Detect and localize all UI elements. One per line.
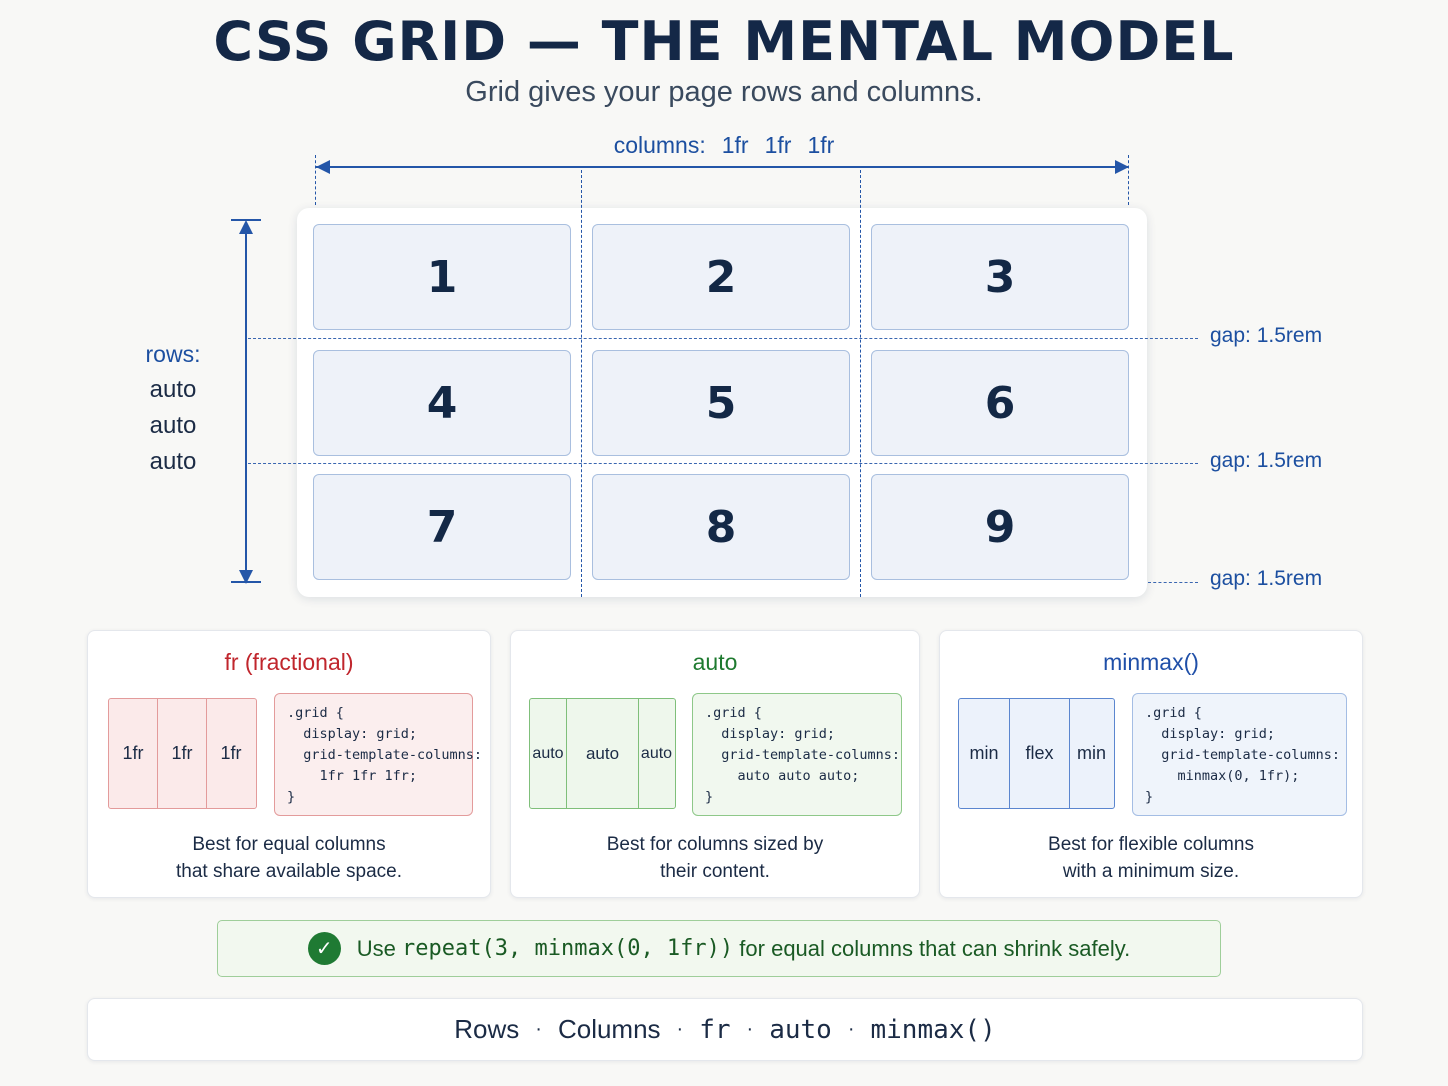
fr-code-block: .grid { display: grid; grid-template-col…: [274, 693, 483, 816]
demo-cell: 1fr: [109, 699, 158, 808]
code-line: display: grid;: [287, 726, 418, 742]
gap-label: gap: 1.5rem: [1210, 449, 1323, 472]
code-line: display: grid;: [705, 726, 836, 742]
tip-suffix: for equal columns that can shrink safely…: [739, 935, 1131, 961]
demo-cell: 1fr: [220, 743, 242, 763]
desc-line: that share available space.: [175, 861, 403, 882]
gap-label: gap: 1.5rem: [1210, 324, 1323, 347]
tip-prefix: Use: [356, 935, 396, 961]
footer-separator: ·: [746, 1018, 754, 1040]
grid-cell: 5: [592, 350, 850, 456]
row-track-2: auto: [149, 412, 197, 439]
footer-separator: ·: [676, 1018, 684, 1040]
rows-arrowhead-up: [239, 220, 253, 234]
code-line: 1fr 1fr 1fr;: [287, 768, 418, 784]
card-fr: fr (fractional) 1fr 1fr 1fr .grid { disp…: [87, 630, 491, 898]
demo-cell: flex: [1010, 699, 1070, 808]
auto-demo-grid: auto auto auto: [529, 698, 676, 809]
card-title: auto: [692, 649, 738, 675]
fr-demo-grid: 1fr 1fr 1fr: [108, 698, 257, 809]
card-description: Best for flexible columns with a minimum…: [940, 831, 1362, 885]
footer-item-columns: Columns: [557, 1014, 661, 1044]
code-line: .grid {: [1145, 705, 1202, 721]
desc-line: Best for equal columns: [192, 834, 386, 855]
code-line: }: [1145, 789, 1154, 805]
demo-cell: auto: [640, 744, 673, 762]
desc-line: Best for flexible columns: [1048, 834, 1254, 855]
grid-cell: 6: [871, 350, 1129, 456]
column-gap-guide: [581, 170, 582, 597]
page-subtitle: Grid gives your page rows and columns.: [465, 76, 983, 108]
desc-line: their content.: [660, 861, 770, 882]
card-auto: auto auto auto auto .grid { display: gri…: [510, 630, 920, 898]
row-gap-guide: [248, 338, 1198, 339]
grid-cell: 7: [313, 474, 571, 580]
columns-arrow: [316, 166, 1128, 168]
code-line: .grid {: [287, 705, 344, 721]
grid-cell: 8: [592, 474, 850, 580]
demo-cell: auto: [530, 699, 567, 808]
minmax-demo-grid: min flex min: [958, 698, 1115, 809]
grid-cell: 3: [871, 224, 1129, 330]
rows-label: rows:: [145, 341, 201, 367]
demo-cell: min: [959, 699, 1010, 808]
tip-banner: ✓ Use repeat(3, minmax(0, 1fr)) for equa…: [217, 920, 1221, 977]
code-line: auto auto auto;: [705, 768, 860, 784]
code-line: minmax(0, 1fr);: [1145, 768, 1300, 784]
desc-line: with a minimum size.: [1062, 861, 1240, 882]
row-track-1: auto: [149, 376, 197, 403]
grid-cell: 1: [313, 224, 571, 330]
code-line: display: grid;: [1145, 726, 1276, 742]
code-line: grid-template-columns:: [287, 747, 483, 763]
columns-prefix: columns:: [613, 132, 706, 158]
page-title: CSS GRID — THE MENTAL MODEL: [213, 10, 1235, 73]
demo-cell: 1fr: [158, 699, 207, 808]
column-track-1: 1fr: [721, 132, 749, 158]
column-boundary-left: [315, 155, 316, 205]
grid-cell: 2: [592, 224, 850, 330]
auto-code-block: .grid { display: grid; grid-template-col…: [692, 693, 902, 816]
footer-item-rows: Rows: [454, 1014, 520, 1044]
columns-arrowhead-right: [1115, 160, 1129, 174]
desc-line: Best for columns sized by: [606, 834, 824, 855]
demo-cell: min: [1076, 743, 1106, 763]
card-description: Best for equal columns that share availa…: [88, 831, 490, 885]
card-title: fr (fractional): [224, 649, 354, 675]
footer-separator: ·: [847, 1018, 855, 1040]
footer-item-auto: auto: [769, 1014, 832, 1045]
check-circle-icon: ✓: [307, 932, 341, 965]
tip-code: repeat(3, minmax(0, 1fr)): [402, 936, 734, 961]
column-track-3: 1fr: [807, 132, 835, 158]
code-line: }: [287, 789, 296, 805]
footer-separator: ·: [535, 1018, 542, 1040]
column-track-2: 1fr: [764, 132, 792, 158]
gap-label: gap: 1.5rem: [1210, 567, 1323, 590]
row-gap-guide: [248, 463, 1198, 464]
code-line: grid-template-columns:: [705, 747, 901, 763]
code-line: grid-template-columns:: [1145, 747, 1341, 763]
grid-cell: 4: [313, 350, 571, 456]
grid-cell: 9: [871, 474, 1129, 580]
demo-cell: auto: [567, 699, 639, 808]
row-track-3: auto: [149, 448, 197, 475]
card-minmax: minmax() min flex min .grid { display: g…: [939, 630, 1363, 898]
footer-item-fr: fr: [699, 1014, 731, 1045]
code-line: }: [705, 789, 714, 805]
columns-label: columns: 1fr 1fr 1fr: [0, 132, 1448, 159]
code-line: .grid {: [705, 705, 762, 721]
card-title: minmax(): [1103, 649, 1199, 675]
card-description: Best for columns sized by their content.: [511, 831, 919, 885]
column-boundary-right: [1128, 155, 1129, 205]
column-gap-guide: [860, 170, 861, 597]
footer-summary: Rows · Columns · fr · auto · minmax(): [87, 998, 1363, 1061]
rows-arrow: [245, 222, 247, 580]
columns-arrowhead-left: [316, 160, 330, 174]
rows-arrowhead-down: [239, 570, 253, 584]
footer-item-minmax: minmax(): [870, 1014, 996, 1045]
row-gap-guide: [1148, 582, 1198, 583]
minmax-code-block: .grid { display: grid; grid-template-col…: [1132, 693, 1347, 816]
